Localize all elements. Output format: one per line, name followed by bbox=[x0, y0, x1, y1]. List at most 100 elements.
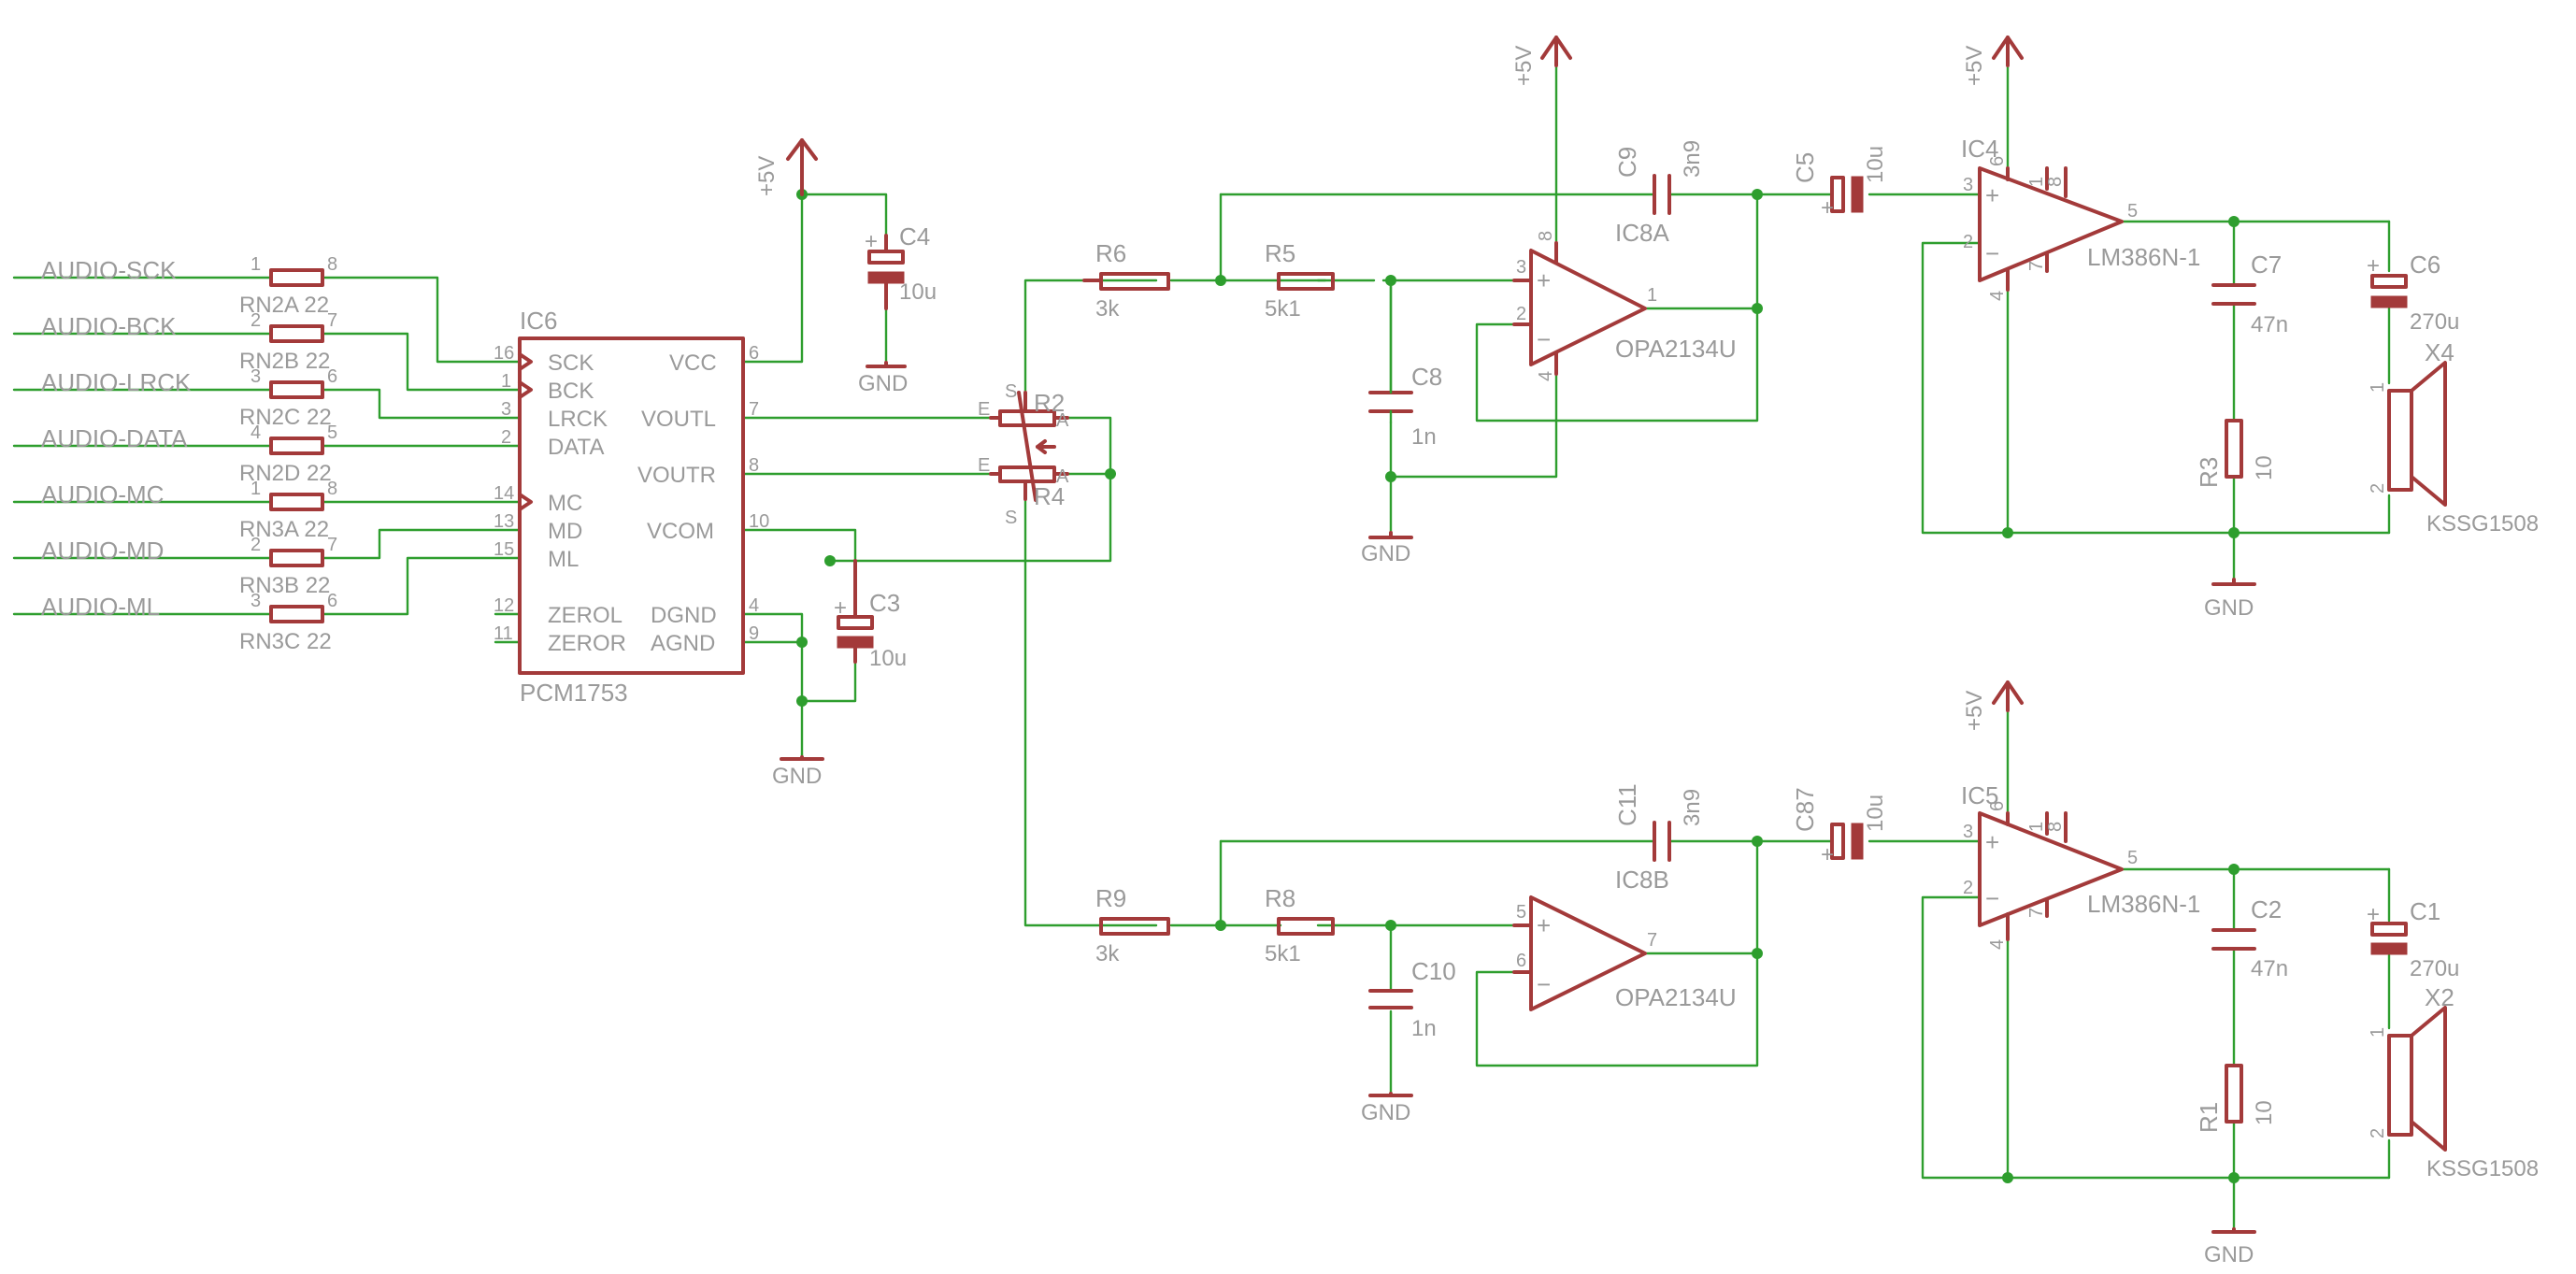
pin-number: 9 bbox=[749, 623, 759, 644]
pin-number: 3 bbox=[501, 399, 511, 420]
ground-label: GND bbox=[772, 764, 822, 789]
cap-name: C8 bbox=[1411, 363, 1442, 391]
rn-label: RN3C 22 bbox=[239, 629, 332, 654]
pin-number: 2 bbox=[1516, 304, 1526, 324]
ground-label: GND bbox=[858, 371, 908, 396]
pin-number: 3 bbox=[1963, 175, 1973, 195]
supply-label: +5V bbox=[1962, 691, 1987, 731]
pin-number: 2 bbox=[501, 427, 511, 448]
minus-sign: − bbox=[1537, 970, 1551, 998]
rn-label: RN2B 22 bbox=[239, 349, 330, 374]
pot-name: R2 bbox=[1034, 389, 1065, 417]
rn-element: 2 7 RN3B 22 bbox=[239, 535, 337, 598]
res-value: 10 bbox=[2252, 455, 2277, 480]
ic-part: PCM1753 bbox=[520, 679, 628, 707]
res-value: 3k bbox=[1095, 941, 1120, 966]
cap-value: 10u bbox=[869, 646, 907, 671]
rn-element: 2 7 RN2B 22 bbox=[239, 310, 337, 374]
res-name: R6 bbox=[1095, 239, 1126, 267]
pin-number: 1 bbox=[501, 371, 511, 392]
capacitor-c87: + C87 10u bbox=[1791, 787, 1888, 867]
potentiometer-r2-r4: E A S R2 E A S R4 bbox=[978, 381, 1069, 528]
capacitor-c7: C7 47n bbox=[2211, 251, 2288, 337]
resistor-r5: R5 5k1 bbox=[1265, 239, 1335, 322]
ground-symbol: GND bbox=[858, 361, 908, 396]
ic-part: OPA2134U bbox=[1615, 983, 1737, 1011]
res-value: 5k1 bbox=[1265, 941, 1301, 966]
cap-name: C7 bbox=[2251, 251, 2282, 279]
resistor-r9: R9 3k bbox=[1095, 884, 1170, 966]
pin-number: 6 bbox=[1516, 951, 1526, 971]
pin-number: 3 bbox=[250, 366, 261, 387]
capacitor-c8: C8 1n bbox=[1368, 279, 1442, 450]
pin-number: 7 bbox=[749, 399, 759, 420]
rn-label: RN2A 22 bbox=[239, 293, 329, 318]
pin-name: ZEROR bbox=[548, 631, 626, 656]
plus-sign: + bbox=[1821, 195, 1834, 221]
capacitor-c9: C9 3n9 bbox=[1613, 140, 1705, 215]
plus-sign: + bbox=[1537, 266, 1551, 294]
supply-label: +5V bbox=[1511, 46, 1537, 86]
speaker-x2: 1 2 X2 KSSG1508 bbox=[2368, 983, 2539, 1181]
pin-number: 6 bbox=[749, 343, 759, 364]
pin-label: A bbox=[1056, 466, 1069, 487]
capacitor-c3: + C3 10u bbox=[834, 559, 907, 671]
cap-value: 47n bbox=[2251, 312, 2288, 337]
ground-symbol: GND bbox=[1361, 1092, 1413, 1125]
pin-name: ML bbox=[548, 547, 579, 572]
ic-ref: IC5 bbox=[1961, 781, 1998, 809]
cap-name: C3 bbox=[869, 589, 900, 617]
pin-number: 4 bbox=[250, 422, 261, 443]
ground-label: GND bbox=[1361, 541, 1410, 566]
pin-number: 2 bbox=[2368, 1128, 2388, 1138]
pin-number: 5 bbox=[1516, 902, 1526, 923]
pin-label: E bbox=[978, 399, 990, 420]
cap-name: C87 bbox=[1791, 787, 1819, 832]
pin-number: 6 bbox=[327, 591, 337, 611]
pin-number: 2 bbox=[250, 310, 261, 331]
pin-number: 6 bbox=[1987, 801, 2008, 811]
pin-number: 7 bbox=[2026, 908, 2047, 918]
rn-element: 3 6 RN3C 22 bbox=[239, 591, 337, 654]
cap-name: C10 bbox=[1411, 957, 1456, 985]
supply-symbol: +5V bbox=[1962, 36, 2024, 86]
rn-label: RN3A 22 bbox=[239, 517, 329, 542]
cap-value: 1n bbox=[1411, 1016, 1437, 1041]
pin-name: BCK bbox=[548, 379, 594, 404]
minus-sign: − bbox=[1985, 884, 1999, 912]
pin-name: MD bbox=[548, 519, 582, 544]
pin-number: 3 bbox=[1516, 257, 1526, 278]
ic-part: LM386N-1 bbox=[2087, 243, 2200, 271]
opamp-ic8a: + − 3 2 1 8 4 IC8A OPA2134U bbox=[1512, 219, 1737, 381]
pin-number: 4 bbox=[1987, 291, 2008, 301]
cap-value: 3n9 bbox=[1680, 140, 1705, 178]
ground-label: GND bbox=[1361, 1100, 1410, 1125]
pin-label: E bbox=[978, 455, 990, 476]
speaker-ref: X4 bbox=[2425, 338, 2454, 366]
junctions bbox=[796, 189, 2240, 1183]
pin-number: 1 bbox=[250, 479, 261, 499]
amplifier-ic5: + − 3 2 5 6 4 1 8 7 IC5 LM386N-1 bbox=[1961, 781, 2200, 950]
amplifier-ic4: + − 3 2 5 6 4 1 8 7 IC4 LM386N-1 bbox=[1961, 135, 2200, 301]
rn-element: 1 8 RN2A 22 bbox=[239, 254, 337, 318]
res-name: R8 bbox=[1265, 884, 1295, 912]
pin-number: 5 bbox=[2127, 848, 2138, 868]
cap-name: C9 bbox=[1613, 147, 1641, 178]
res-value: 3k bbox=[1095, 296, 1120, 322]
rn-element: 4 5 RN2D 22 bbox=[239, 422, 337, 486]
pin-number: 1 bbox=[2368, 1027, 2388, 1038]
plus-sign: + bbox=[1985, 181, 1999, 209]
pin-number: 5 bbox=[2127, 201, 2138, 222]
ground-symbol: GND bbox=[2204, 1227, 2256, 1267]
minus-sign: − bbox=[1985, 239, 1999, 267]
pin-number: 1 bbox=[2026, 177, 2047, 187]
pot-name: R4 bbox=[1034, 482, 1065, 510]
cap-value: 10u bbox=[899, 279, 937, 305]
ic-ref: IC8B bbox=[1615, 866, 1669, 894]
supply-label: +5V bbox=[754, 156, 780, 196]
ic-part: LM386N-1 bbox=[2087, 890, 2200, 918]
ground-label: GND bbox=[2204, 595, 2254, 621]
pin-name: VOUTL bbox=[641, 407, 716, 432]
ground-label: GND bbox=[2204, 1242, 2254, 1267]
pin-number: 6 bbox=[327, 366, 337, 387]
